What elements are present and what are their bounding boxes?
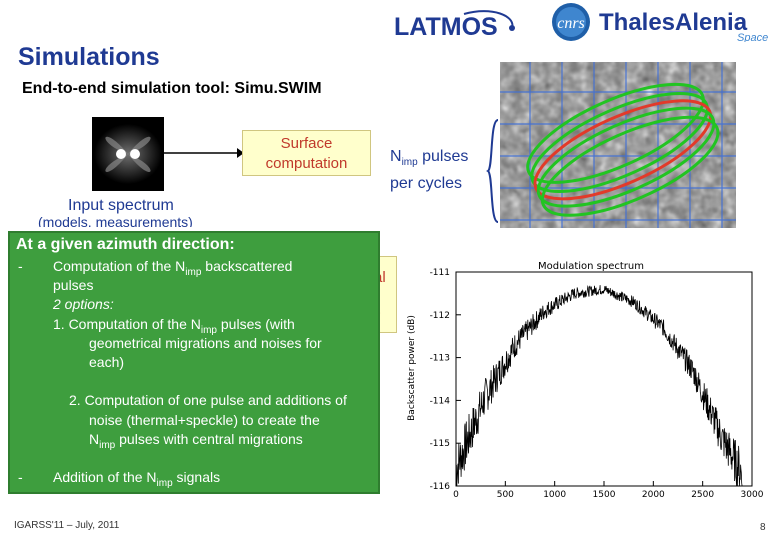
chart-ylabel: Backscatter power (dB) [407,315,417,421]
bullet-dash-1: - [18,258,23,274]
cnrs-logo: cnrs [545,2,597,42]
opt2-line3-b: pulses with central migrations [115,431,303,447]
npulses-label: Nimp pulses per cycles [390,146,468,194]
slide-subtitle: End-to-end simulation tool: Simu.SWIM [22,80,322,97]
npulses-suffix: pulses [417,148,469,165]
option2-line2: noise (thermal+speckle) to create the [89,412,320,428]
cnrs-logo-text: cnrs [557,15,585,32]
opt1-sub: imp [200,324,217,336]
surface-box-line2: computation [265,155,348,172]
item2-sub: imp [156,477,173,489]
item1-options-label: 2 options: [53,296,114,312]
thales-logo-subtext: Space [737,32,768,42]
npulses-prefix: N [390,148,402,165]
x-tick-label: 500 [497,490,514,500]
modulation-spectrum-chart: Modulation spectrum Backscatter power (d… [406,258,768,516]
item1-line2: pulses [53,277,94,293]
item2-b: signals [172,469,221,485]
surface-simulation-image [500,62,736,228]
azimuth-heading: At a given azimuth direction: [16,236,235,253]
input-spectrum-sublabel: (models, measurements) [38,214,193,227]
page-number: 8 [760,522,766,533]
x-tick-label: 1500 [593,490,616,500]
item2-a: Addition of the N [53,469,157,485]
x-tick-label: 0 [453,490,459,500]
y-tick-label: -114 [430,396,451,406]
opt2-line3-a: N [89,431,100,447]
latmos-logo: LATMOS [392,8,520,42]
option2-line3: Nimp pulses with central migrations [89,430,303,455]
surface-computation-box: Surface computation [242,130,371,176]
item1-line1-a: Computation of the N [53,258,186,274]
x-tick-label: 2500 [691,490,714,500]
y-tick-label: -113 [430,354,450,364]
npulses-sub: imp [401,157,418,169]
y-tick-label: -111 [430,268,450,278]
latmos-logo-text: LATMOS [394,13,498,41]
opt2-line3-sub: imp [99,439,116,451]
x-tick-label: 2000 [642,490,665,500]
input-spectrum-label: Input spectrum [68,197,174,214]
opt1-a: 1. Computation of the N [53,316,201,332]
option1-line1: 1. Computation of the Nimp pulses (with [53,315,295,340]
surface-box-line1: Surface [280,135,333,152]
item2-text: Addition of the Nimp signals [53,468,220,493]
item1-line1-b: backscattered [201,258,293,274]
input-spectrum-image [92,117,164,191]
chart-svg: Modulation spectrum Backscatter power (d… [407,261,764,500]
thales-logo-text: ThalesAlenia [599,9,748,36]
arrow-to-surface [163,148,244,158]
thales-alenia-logo: ThalesAlenia Space [597,8,773,44]
npulses-line2: per cycles [390,175,463,193]
option2-line1: 2. Computation of one pulse and addition… [69,392,347,408]
option1-line3: each) [89,354,125,370]
y-tick-label: -115 [430,439,450,449]
chart-series-line [455,285,743,487]
y-tick-label: -116 [430,482,451,492]
y-tick-label: -112 [430,311,450,321]
curly-brace [486,119,499,223]
item1-line1-sub: imp [185,266,202,278]
x-tick-label: 3000 [741,490,764,500]
slide-title: Simulations [18,43,160,71]
chart-title: Modulation spectrum [538,261,644,272]
opt1-b: pulses (with [217,316,295,332]
azimuth-description-box: At a given azimuth direction: - Computat… [8,231,380,494]
footer-conference: IGARSS'11 – July, 2011 [14,520,120,531]
option1-line2: geometrical migrations and noises for [89,335,322,351]
item1-line1: Computation of the Nimp backscattered [53,257,292,282]
bullet-dash-2: - [18,469,23,485]
x-tick-label: 1000 [543,490,566,500]
